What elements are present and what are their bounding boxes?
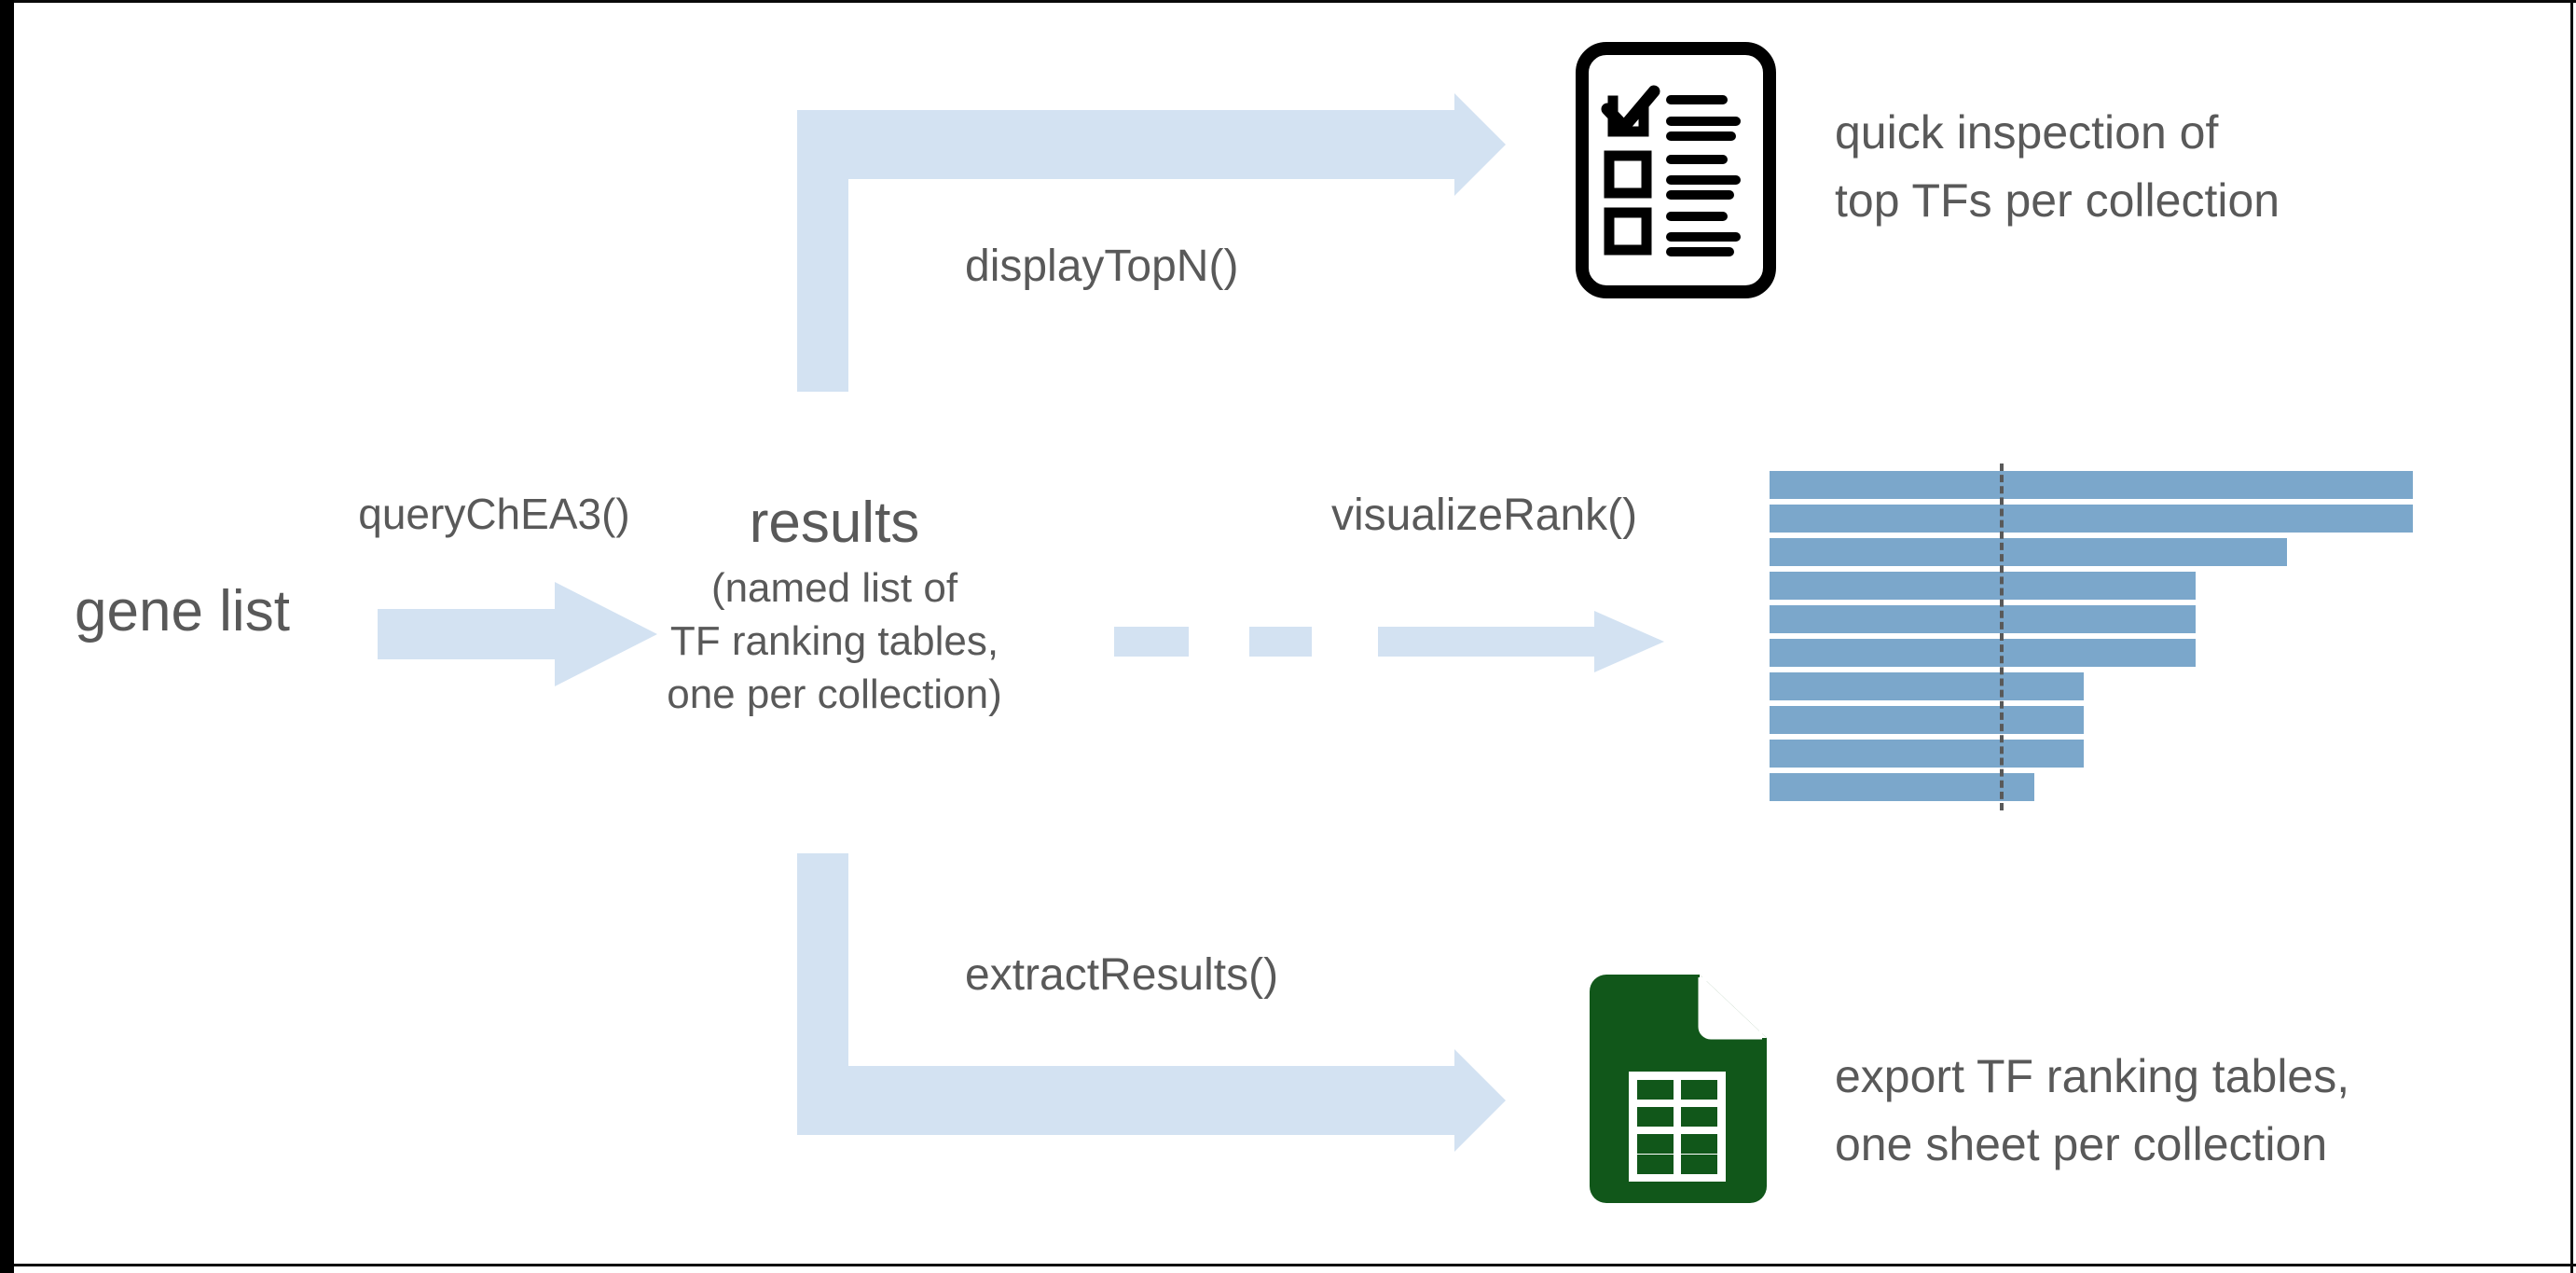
checklist-caption-line2: top TFs per collection	[1835, 174, 2280, 227]
horizontal-bar-chart	[1770, 464, 2413, 810]
bar-row-7	[1770, 672, 2085, 700]
spreadsheet-caption-line1: export TF ranking tables,	[1835, 1050, 2350, 1102]
arrow-extract-results	[797, 853, 1506, 1152]
node-gene-list: gene list	[75, 579, 290, 643]
edge-label-display-top-n: displayTopN()	[965, 242, 1239, 291]
frame-bottom-rule	[14, 1264, 2576, 1266]
green-spreadsheet-file-icon	[1590, 975, 1767, 1203]
arrow-display-top-n	[797, 93, 1506, 392]
bar-row-3	[1770, 538, 2287, 566]
spreadsheet-caption-line2: one sheet per collection	[1835, 1118, 2328, 1170]
checklist-document-icon	[1576, 42, 1776, 298]
frame-left-bar	[0, 0, 14, 1273]
bar-row-10	[1770, 773, 2035, 801]
node-results-sub-line1: (named list of	[710, 565, 958, 611]
frame-top-rule	[14, 0, 2576, 3]
edge-label-visualize-rank: visualizeRank()	[1331, 491, 1638, 540]
bar-row-4	[1770, 572, 2196, 600]
arrow-visualize-rank	[1114, 611, 1664, 672]
checklist-caption-line1: quick inspection of	[1835, 106, 2219, 159]
bar-row-9	[1770, 740, 2085, 768]
bar-row-1	[1770, 471, 2413, 499]
node-results-sub-line2: TF ranking tables,	[669, 618, 999, 664]
edge-label-extract-results: extractResults()	[965, 950, 1279, 1000]
bar-row-8	[1770, 706, 2085, 734]
node-results-sub-line3: one per collection)	[667, 671, 1002, 717]
arrow-gene-list-to-results	[378, 582, 657, 686]
bar-row-5	[1770, 605, 2196, 633]
bar-row-2	[1770, 505, 2413, 533]
edge-label-query-chea3: queryChEA3()	[358, 490, 630, 538]
frame-right-rule	[2570, 0, 2573, 1273]
node-results-title: results	[749, 491, 920, 555]
reference-dashed-line	[2000, 464, 2004, 810]
bar-row-6	[1770, 639, 2196, 667]
